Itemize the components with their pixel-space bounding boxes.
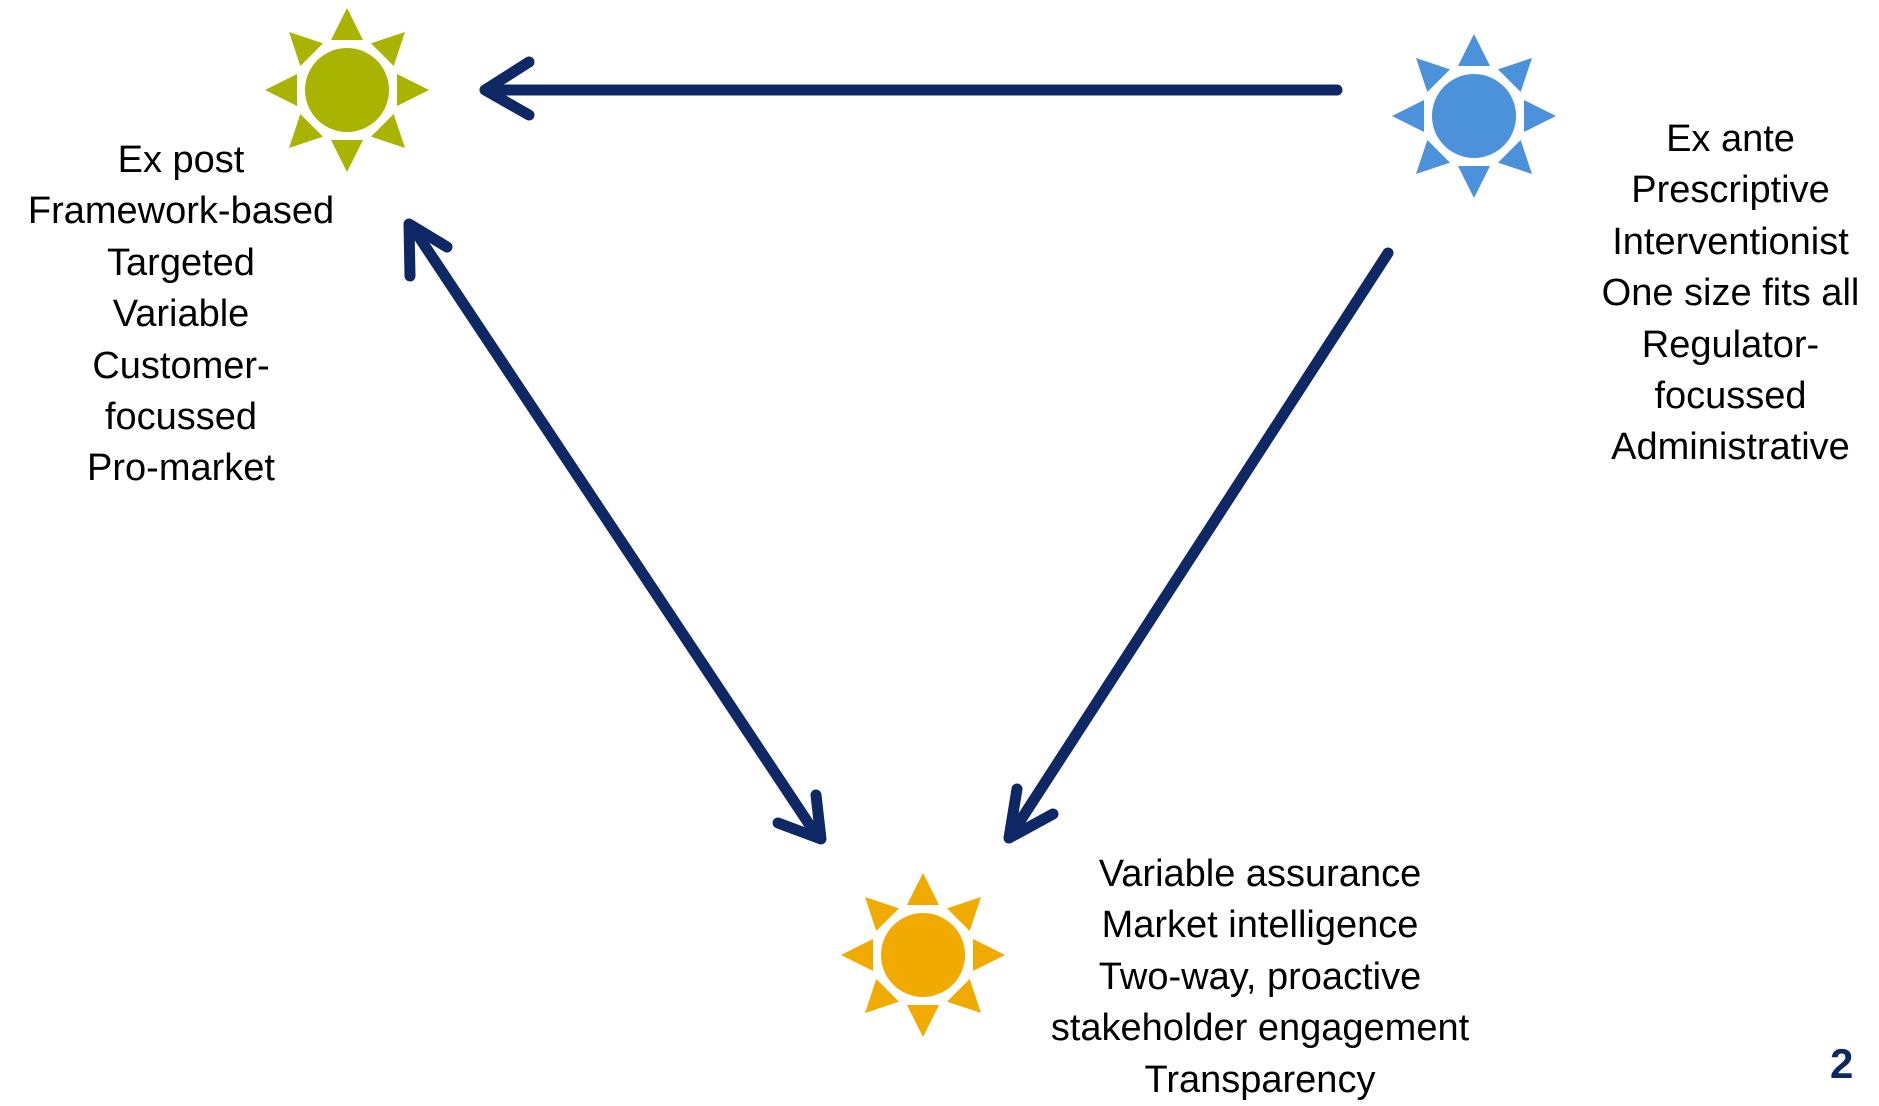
sun-ray [1416, 140, 1450, 174]
sun-ray [1498, 140, 1532, 174]
sun-ray [947, 897, 981, 931]
right-node-line: Ex ante [1666, 118, 1795, 160]
arrow-right-to-bottom [1007, 247, 1394, 838]
sun-ray [1416, 58, 1450, 92]
left-node-line: focussed [104, 396, 258, 439]
bottom-node-line: Transparency [1144, 1058, 1376, 1101]
left-node-line: Framework-based [27, 190, 335, 233]
arrow-head-down-right [772, 789, 827, 845]
sun-ray [907, 873, 939, 905]
sun-core [1432, 74, 1516, 158]
sun-ray [371, 32, 405, 66]
sun-ray [397, 74, 429, 106]
bottom-node-line: Market intelligence [1101, 904, 1419, 947]
sun-ray [973, 939, 1005, 971]
left-node-line: Targeted [107, 241, 255, 284]
arrow-head-left [479, 56, 535, 121]
right-node-line: focussed [1654, 375, 1807, 418]
sun-ray [1392, 100, 1424, 132]
sun-ray [841, 939, 873, 971]
sun-ray [1524, 100, 1556, 132]
sun-ray [1498, 58, 1532, 92]
sun-ray [907, 1005, 939, 1037]
sun-icon-green [265, 8, 429, 172]
left-node-line: Pro-market [87, 447, 275, 490]
sun-core [881, 913, 965, 997]
sun-ray [947, 979, 981, 1013]
sun-ray [331, 140, 363, 172]
sun-ray [289, 114, 323, 148]
left-node-line: Variable [112, 293, 250, 336]
sun-ray [1458, 166, 1490, 198]
sun-icon-orange [841, 873, 1005, 1037]
sun-ray [265, 74, 297, 106]
bottom-node-line: Two-way, proactive [1098, 955, 1422, 998]
sun-icon-blue [1392, 34, 1556, 198]
left-node-line: Customer- [92, 344, 270, 387]
sun-ray [865, 897, 899, 931]
sun-ray [1458, 34, 1490, 66]
right-node-line: Regulator- [1641, 323, 1820, 366]
sun-ray [331, 8, 363, 40]
arrow-head-up-left [403, 218, 453, 282]
sun-ray [865, 979, 899, 1013]
sun-ray [371, 114, 405, 148]
left-node-line: Ex post [117, 139, 245, 181]
sun-ray [289, 32, 323, 66]
page-number: 2 [1830, 1040, 1854, 1087]
bottom-node-line: stakeholder engagement [1050, 1007, 1470, 1050]
right-node-line: One size fits all [1601, 272, 1860, 315]
arrow-left-bottom-double [407, 222, 823, 842]
right-node-line: Prescriptive [1631, 169, 1830, 212]
right-node-line: Interventionist [1612, 220, 1849, 263]
sun-core [305, 48, 389, 132]
arrow-head-down-left [1003, 783, 1059, 844]
bottom-node-line: Variable assurance [1098, 853, 1422, 895]
right-node-line: Administrative [1611, 426, 1850, 469]
